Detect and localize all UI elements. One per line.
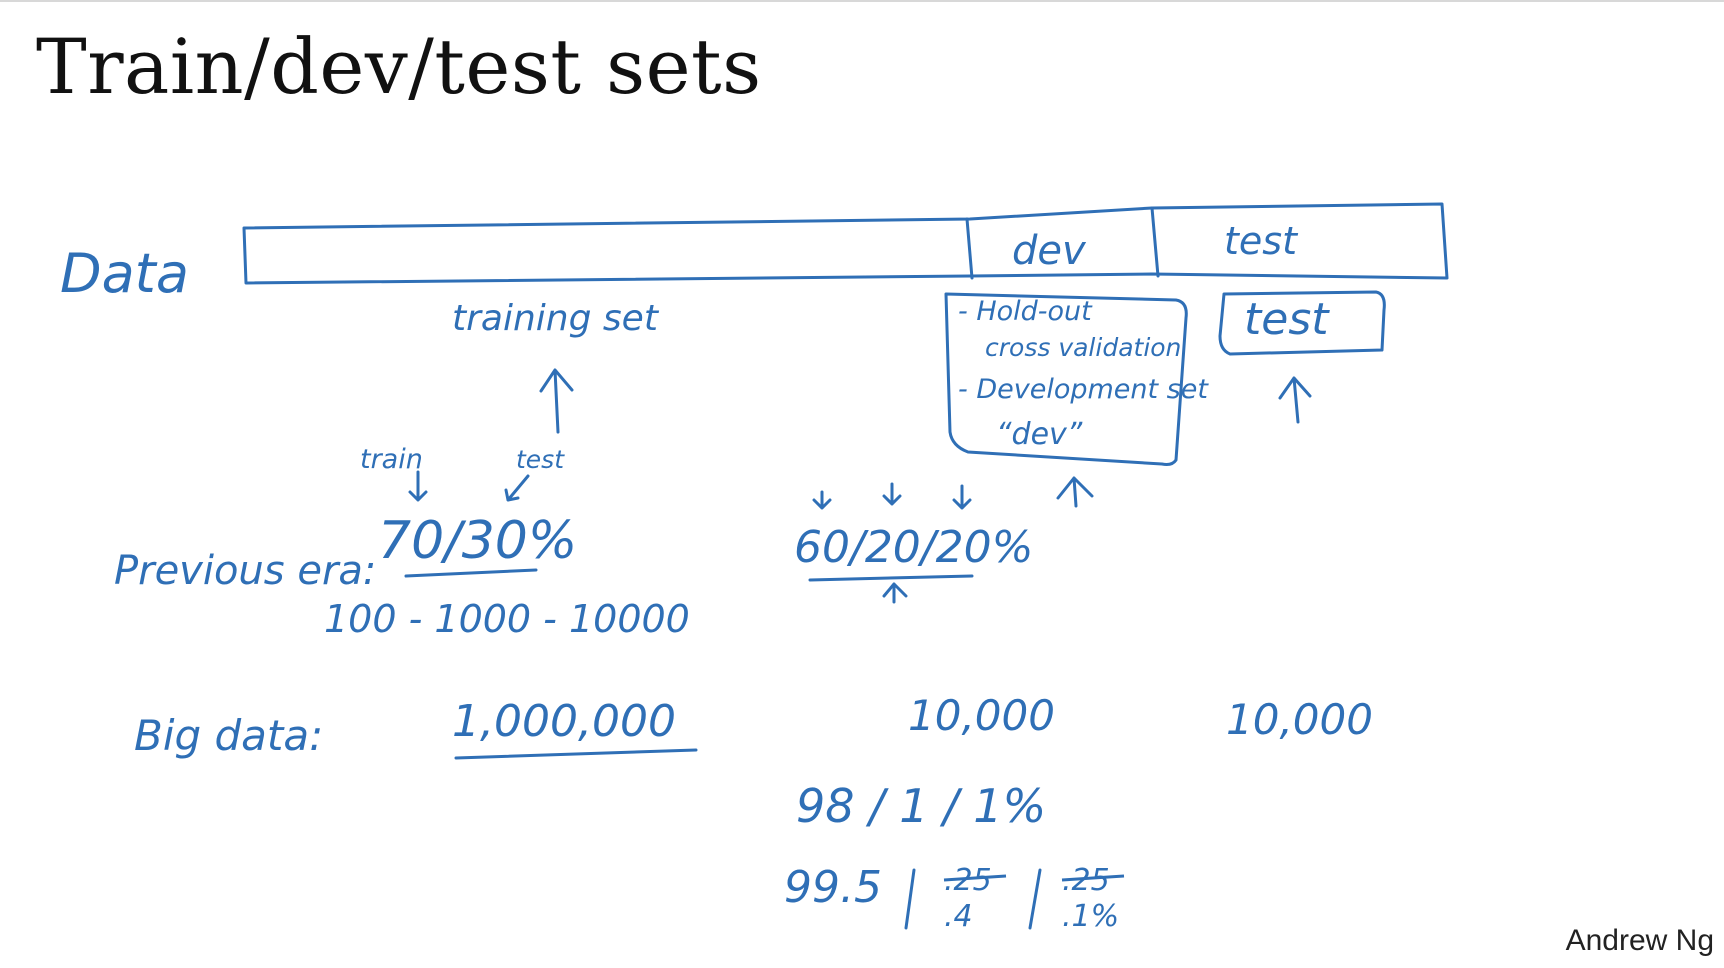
bar-dev-label: dev xyxy=(1012,228,1087,274)
split-99-5-main: 99.5 xyxy=(784,862,882,913)
test-box-label: test xyxy=(1244,294,1330,345)
split-99-5-slash-2 xyxy=(1028,868,1042,930)
test-box xyxy=(1218,290,1386,356)
big-data-train-count: 1,000,000 xyxy=(452,696,676,747)
training-arrow-icon xyxy=(539,368,574,434)
author-name: Andrew Ng xyxy=(1565,924,1714,957)
split-70-30: 70/30% xyxy=(378,511,577,571)
test-annotation: test xyxy=(516,445,565,474)
split-99-5-test: .1% xyxy=(1062,899,1119,934)
holdout-line-3: - Development set xyxy=(958,374,1209,405)
data-label: Data xyxy=(60,242,189,305)
dev-arrow-icon xyxy=(1056,476,1094,508)
training-set-label: training set xyxy=(452,298,660,339)
slide-title: Train/dev/test sets xyxy=(36,22,762,111)
bar-test-label: test xyxy=(1224,219,1299,263)
split-99-5-slash-1 xyxy=(904,868,916,930)
test-arrow-icon xyxy=(1278,376,1312,424)
dataset-sizes: 100 - 1000 - 10000 xyxy=(324,597,690,641)
big-data-label: Big data: xyxy=(134,711,323,760)
train-annotation: train xyxy=(360,444,423,475)
big-data-test-count: 10,000 xyxy=(1226,695,1373,744)
split-60-20-20: 60/20/20% xyxy=(794,522,1033,573)
split-99-5-dev: .4 xyxy=(944,899,973,934)
test-divider xyxy=(1150,206,1160,278)
split-60-20-20-underline xyxy=(808,574,974,582)
top-border xyxy=(0,0,1724,2)
split-arrow-2-icon xyxy=(882,482,902,506)
train-annotation-arrow-icon xyxy=(408,470,428,502)
split-99-5-test-strike xyxy=(1061,874,1125,882)
holdout-box xyxy=(944,292,1188,466)
data-bar xyxy=(242,202,1449,285)
big-data-dev-count: 10,000 xyxy=(908,691,1055,740)
holdout-line-2: cross validation xyxy=(985,333,1181,362)
big-data-train-underline xyxy=(454,748,698,760)
split-arrow-1-icon xyxy=(812,490,832,510)
test-annotation-arrow-icon xyxy=(504,474,530,502)
split-99-5-dev-strike xyxy=(943,874,1007,882)
dev-divider xyxy=(965,217,974,280)
split-70-30-underline xyxy=(404,568,538,578)
split-60-20-20-arrow-icon xyxy=(882,582,908,604)
split-98-1-1: 98 / 1 / 1% xyxy=(796,779,1046,833)
holdout-line-1: - Hold-out xyxy=(958,296,1093,327)
split-arrow-3-icon xyxy=(952,484,972,510)
previous-era-label: Previous era: xyxy=(114,548,376,594)
holdout-line-4: “dev” xyxy=(996,417,1083,452)
